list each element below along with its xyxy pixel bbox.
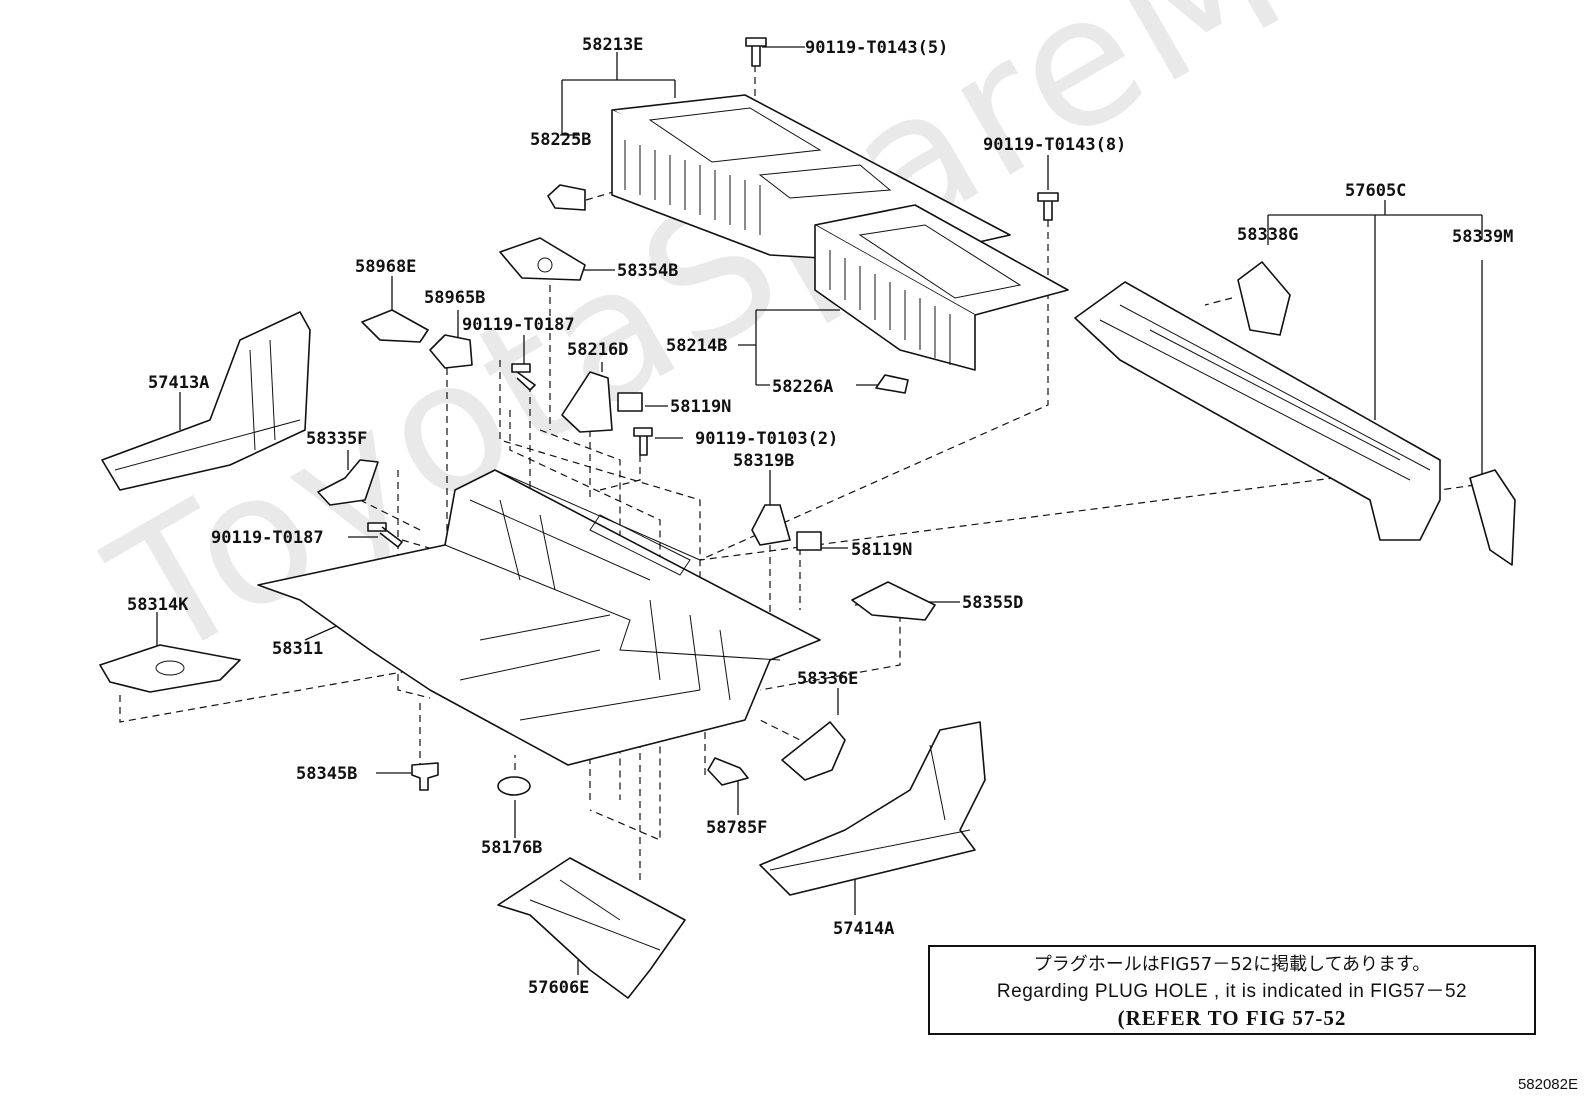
bracket-58226a-drawing xyxy=(875,374,909,394)
rail-57414a-drawing xyxy=(759,721,986,896)
plate-58355d-drawing xyxy=(851,581,936,621)
bolt-58345b-drawing xyxy=(411,762,439,791)
label-90119-t0187-upper: 90119-T0187 xyxy=(462,315,575,335)
pad-58119n-a-drawing xyxy=(617,392,643,412)
floor-57606e-drawing xyxy=(497,857,686,999)
tray-58214b-drawing xyxy=(814,204,1069,371)
label-58338g: 58338G xyxy=(1237,225,1298,245)
bracket-58338g-drawing xyxy=(1237,261,1291,336)
label-58176b: 58176B xyxy=(481,838,542,858)
note-japanese-text: プラグホールはFIG57－52に掲載してあります。 xyxy=(1033,954,1431,975)
label-58319b: 58319B xyxy=(733,451,794,471)
plug-hole-note-box: プラグホールはFIG57－52に掲載してあります。 Regarding PLUG… xyxy=(928,945,1536,1035)
leader-lines xyxy=(156,46,1483,975)
part-labels: 58213E 90119-T0143(5) 58225B 90119-T0143… xyxy=(127,35,1513,998)
plate-58314k-drawing xyxy=(99,644,241,693)
label-58311: 58311 xyxy=(272,639,323,659)
bracket-58336e-drawing xyxy=(781,721,846,781)
label-90119-t0187-lower: 90119-T0187 xyxy=(211,528,324,548)
label-58119n-lower: 58119N xyxy=(851,540,912,560)
bolt-icons xyxy=(367,37,1059,548)
label-58226a: 58226A xyxy=(772,377,833,397)
bracket-58339m-drawing xyxy=(1469,469,1516,566)
label-90119-t0143-8: 90119-T0143(8) xyxy=(983,135,1126,155)
label-58345b: 58345B xyxy=(296,764,357,784)
label-58214b: 58214B xyxy=(666,336,727,356)
label-90119-t0143-5: 90119-T0143(5) xyxy=(805,38,948,58)
floor-pan-58311-drawing xyxy=(257,469,821,766)
label-58225b: 58225B xyxy=(530,130,591,150)
bracket-58216d-drawing xyxy=(561,371,613,433)
clip-58965b-drawing xyxy=(429,334,473,369)
label-57605c: 57605C xyxy=(1345,181,1406,201)
label-58335f: 58335F xyxy=(306,429,367,449)
clip-58785f-drawing xyxy=(707,757,749,786)
label-58314k: 58314K xyxy=(127,595,189,615)
pad-58119n-b-drawing xyxy=(796,531,822,551)
note-english-text: Regarding PLUG HOLE , it is indicated in… xyxy=(996,981,1468,1002)
note-reference-text: (REFER TO FIG 57-52 xyxy=(1117,1006,1347,1030)
label-57414a: 57414A xyxy=(833,919,894,939)
label-58355d: 58355D xyxy=(962,593,1023,613)
label-58354b: 58354B xyxy=(617,261,678,281)
label-57606e: 57606E xyxy=(528,978,589,998)
label-58336e: 58336E xyxy=(797,669,858,689)
label-58213e: 58213E xyxy=(582,35,643,55)
clip-58968e-drawing xyxy=(361,309,429,343)
label-90119-t0103-2: 90119-T0103(2) xyxy=(695,429,838,449)
rail-57413a-drawing xyxy=(101,311,311,491)
bracket-58335f-drawing xyxy=(317,459,379,506)
label-58965b: 58965B xyxy=(424,288,485,308)
label-58339m: 58339M xyxy=(1452,227,1513,247)
plate-58354b-drawing xyxy=(499,237,586,281)
label-58968e: 58968E xyxy=(355,257,416,277)
plug-58176b-drawing xyxy=(497,776,531,796)
rail-57605c-drawing xyxy=(1074,281,1441,541)
label-58216d: 58216D xyxy=(567,340,628,360)
bracket-58225b-drawing xyxy=(547,184,586,211)
label-58785f: 58785F xyxy=(706,818,767,838)
figure-code: 582082E xyxy=(1517,1076,1578,1093)
bracket-58319b-drawing xyxy=(751,504,791,546)
label-57413a: 57413A xyxy=(148,373,209,393)
label-58119n-upper: 58119N xyxy=(670,397,731,417)
